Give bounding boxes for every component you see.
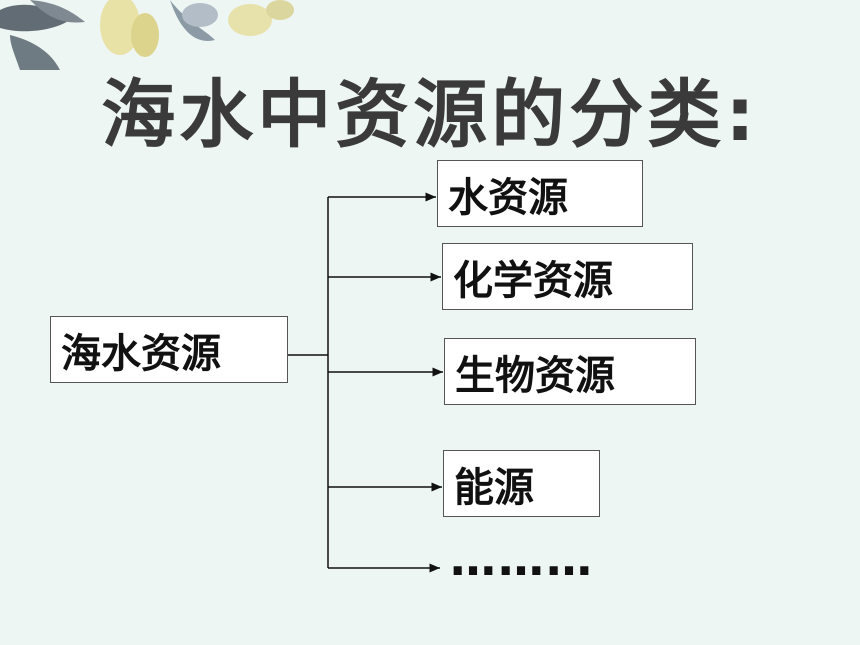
flower-decoration	[0, 0, 294, 70]
root-node: 海水资源	[50, 316, 288, 383]
branch-chemical: 化学资源	[442, 243, 693, 310]
page-title: 海水中资源的分类:	[101, 72, 759, 158]
branch-water: 水资源	[437, 160, 643, 227]
more-ellipsis: ………	[450, 532, 594, 586]
branch-energy: 能源	[443, 450, 600, 517]
branch-biological: 生物资源	[444, 338, 696, 405]
